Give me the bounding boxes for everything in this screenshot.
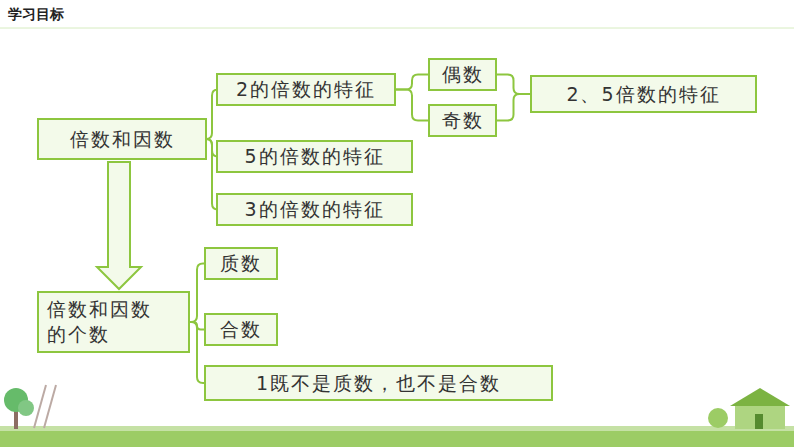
topic-label: 5的倍数的特征 [236, 144, 392, 169]
bracket-connector [497, 94, 530, 121]
page-title: 学习目标 [8, 6, 64, 24]
topic-box: 质数 [204, 247, 278, 280]
bracket-connector [396, 75, 428, 90]
topic-box: 合数 [204, 313, 278, 346]
topic-box: 偶数 [428, 58, 497, 91]
bracket-connector [190, 322, 204, 383]
bracket-connector [396, 90, 428, 121]
topic-label: 2的倍数的特征 [228, 77, 384, 102]
topic-box: 奇数 [428, 104, 497, 137]
topic-label: 2、5倍数的特征 [558, 82, 728, 107]
topic-label: 偶数 [434, 62, 492, 87]
topic-label: 倍数和因数 的个数 [39, 297, 188, 346]
topic-label: 3的倍数的特征 [236, 197, 392, 222]
topic-label: 奇数 [434, 108, 492, 133]
topic-box: 2的倍数的特征 [216, 73, 396, 106]
header-rule [0, 28, 794, 29]
topic-box: 2、5倍数的特征 [530, 75, 757, 113]
bracket-connector [190, 264, 204, 323]
house-illustration [708, 388, 790, 429]
topic-box: 1既不是质数，也不是合数 [204, 365, 553, 401]
bracket-connector [497, 75, 530, 95]
topic-box: 5的倍数的特征 [216, 140, 413, 173]
topic-label: 合数 [212, 317, 270, 342]
footer-bar [0, 430, 794, 447]
topic-box: 3的倍数的特征 [216, 193, 413, 226]
topic-label: 倍数和因数 [62, 127, 183, 152]
topic-box: 倍数和因数 的个数 [37, 291, 190, 353]
topic-label: 1既不是质数，也不是合数 [248, 371, 509, 396]
topic-box: 倍数和因数 [37, 118, 207, 160]
block-arrow [97, 162, 141, 289]
tree-illustration [4, 385, 56, 429]
topic-label: 质数 [212, 251, 270, 276]
footer-stripe [0, 426, 794, 431]
